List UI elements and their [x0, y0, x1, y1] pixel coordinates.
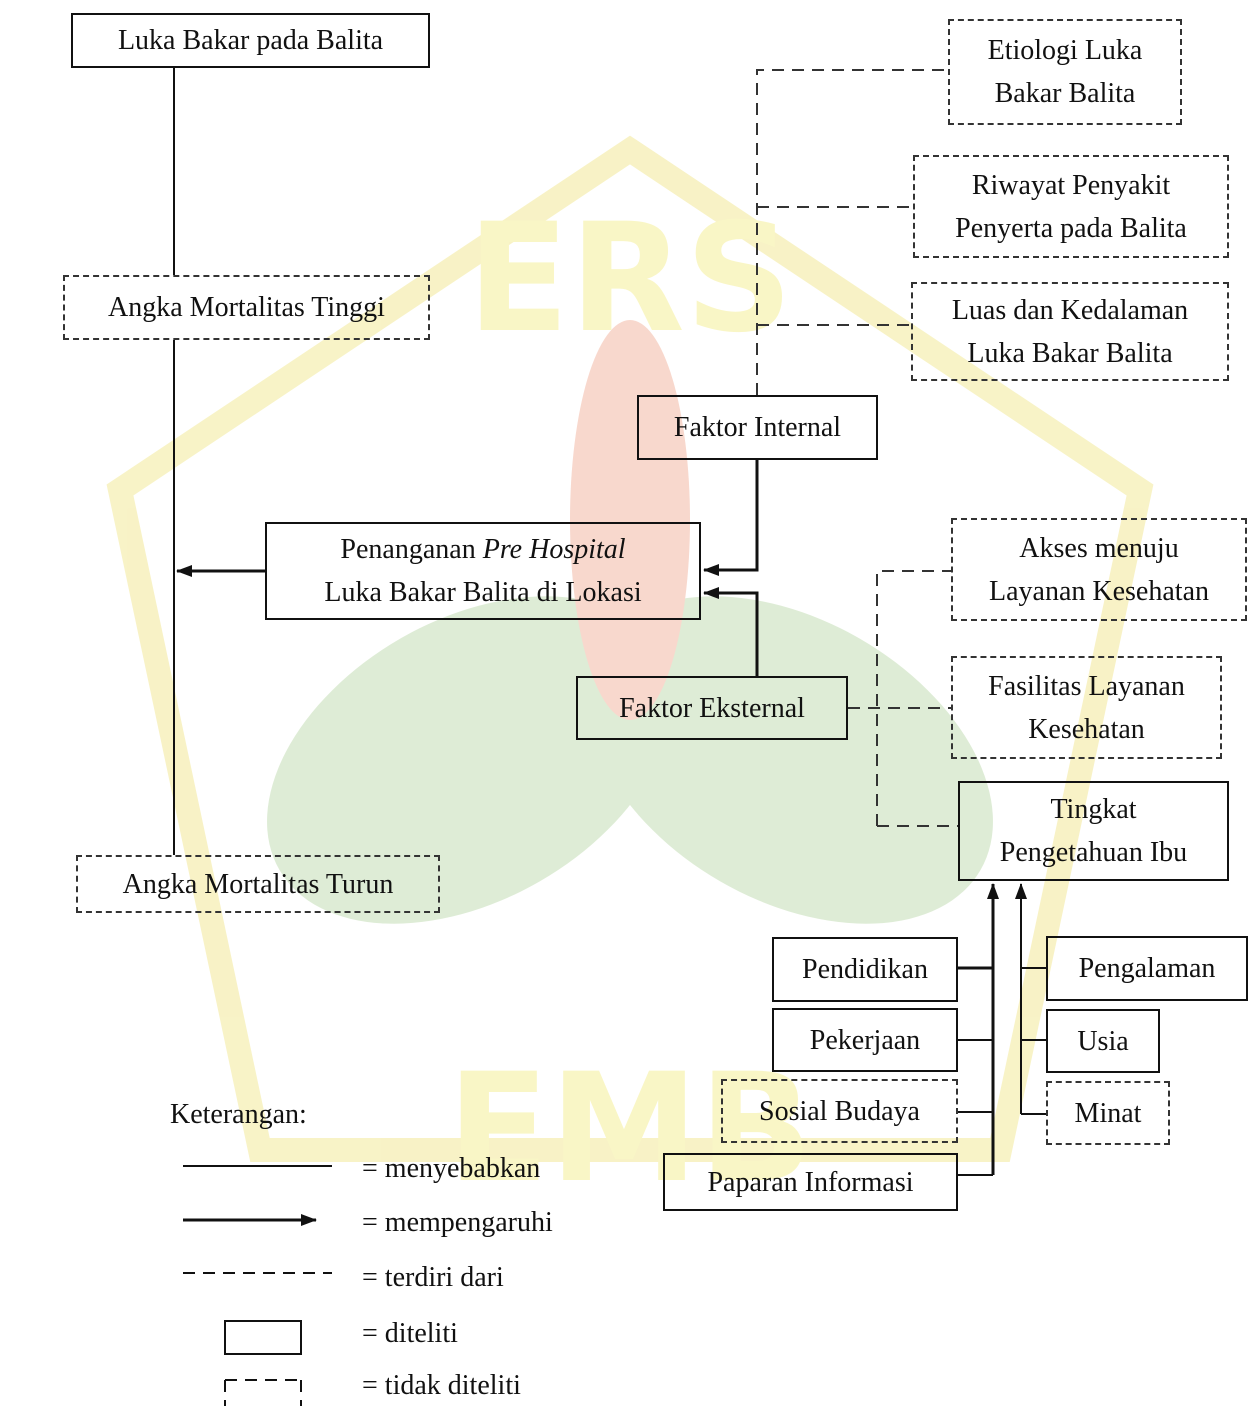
node-text: Sosial Budaya: [759, 1095, 920, 1127]
arrow-eksternal: [703, 587, 759, 676]
node-text-line2: Bakar Balita: [994, 78, 1136, 109]
node-text: Angka Mortalitas Turun: [122, 868, 394, 900]
legend-title: Keterangan:: [170, 1099, 307, 1130]
node-faktor-eksternal: Faktor Eksternal: [576, 676, 848, 740]
legend-consists-of: = terdiri dari: [362, 1262, 504, 1293]
node-text: Luka Bakar pada Balita: [117, 25, 384, 56]
legend-causes: = menyebabkan: [362, 1153, 541, 1184]
node-text-line1: Penanganan Pre Hospital: [340, 528, 625, 571]
node-text: Pendidikan: [802, 954, 928, 985]
node-angka-mortalitas-tinggi: Angka Mortalitas Tinggi: [63, 275, 430, 340]
watermark-leaf-right: [587, 596, 993, 924]
node-text: Faktor Internal: [673, 412, 842, 443]
node-riwayat-penyakit: Riwayat Penyakit Penyerta pada Balita: [913, 155, 1229, 258]
node-luka-bakar-balita: Luka Bakar pada Balita: [71, 13, 430, 68]
watermark-flame: [570, 320, 690, 720]
node-pendidikan: Pendidikan: [772, 937, 958, 1002]
node-text-line2: Penyerta pada Balita: [955, 212, 1187, 244]
node-angka-mortalitas-turun: Angka Mortalitas Turun: [76, 855, 440, 913]
node-text-line2: Kesehatan: [1028, 713, 1145, 745]
node-text: Pengalaman: [1078, 953, 1216, 984]
node-text-line1: Akses menuju: [1019, 532, 1179, 564]
node-penanganan-pre-hospital: Penanganan Pre Hospital Luka Bakar Balit…: [265, 522, 701, 620]
legend-solid-box: [224, 1320, 302, 1355]
node-text: Paparan Informasi: [707, 1166, 914, 1198]
link-internal-etiologi: [756, 69, 948, 395]
node-usia: Usia: [1046, 1009, 1160, 1073]
node-text-line1: Tingkat: [1050, 794, 1137, 825]
node-text: Minat: [1074, 1097, 1142, 1129]
node-text: Angka Mortalitas Tinggi: [108, 292, 385, 323]
watermark-leaf-left: [267, 596, 673, 924]
watermark-letters-bottom: EMB: [447, 1042, 813, 1216]
node-text-line1: Luas dan Kedalaman: [951, 294, 1189, 326]
node-text-line2: Pengetahuan Ibu: [999, 837, 1188, 868]
node-pekerjaan: Pekerjaan: [772, 1008, 958, 1072]
node-text-plain: Penanganan: [340, 534, 483, 565]
node-pengalaman: Pengalaman: [1046, 936, 1248, 1001]
node-minat: Minat: [1046, 1081, 1170, 1145]
node-text: Pekerjaan: [809, 1024, 921, 1056]
node-akses-layanan: Akses menuju Layanan Kesehatan: [951, 518, 1247, 621]
watermark-pentagon: [106, 135, 1154, 1162]
link-eksternal-akses: [876, 570, 951, 826]
node-text: Usia: [1077, 1025, 1129, 1057]
node-luas-kedalaman: Luas dan Kedalaman Luka Bakar Balita: [911, 282, 1229, 381]
node-etiologi: Etiologi Luka Bakar Balita: [948, 19, 1182, 125]
watermark-letters: ERS: [467, 192, 793, 366]
node-text-line2: Layanan Kesehatan: [989, 575, 1209, 607]
node-text-line2: Luka Bakar Balita di Lokasi: [324, 577, 642, 608]
legend-studied: = diteliti: [362, 1318, 458, 1349]
node-text: Faktor Eksternal: [619, 692, 805, 724]
node-text-line1: Riwayat Penyakit: [971, 169, 1171, 201]
node-sosial-budaya: Sosial Budaya: [721, 1079, 958, 1143]
node-fasilitas-layanan: Fasilitas Layanan Kesehatan: [951, 656, 1222, 759]
node-text-line2: Luka Bakar Balita: [967, 337, 1173, 369]
node-text-line1: Etiologi Luka: [987, 35, 1143, 66]
node-text-italic: Pre Hospital: [482, 534, 626, 565]
arrow-internal: [703, 460, 759, 576]
node-faktor-internal: Faktor Internal: [637, 395, 878, 460]
legend-not-studied: = tidak diteliti: [362, 1370, 521, 1401]
node-paparan-informasi: Paparan Informasi: [663, 1153, 958, 1211]
node-text-line1: Fasilitas Layanan: [988, 670, 1185, 702]
node-tingkat-pengetahuan-ibu: Tingkat Pengetahuan Ibu: [958, 781, 1229, 881]
legend-influences: = mempengaruhi: [362, 1207, 553, 1238]
legend-dashed-box: [224, 1379, 302, 1406]
